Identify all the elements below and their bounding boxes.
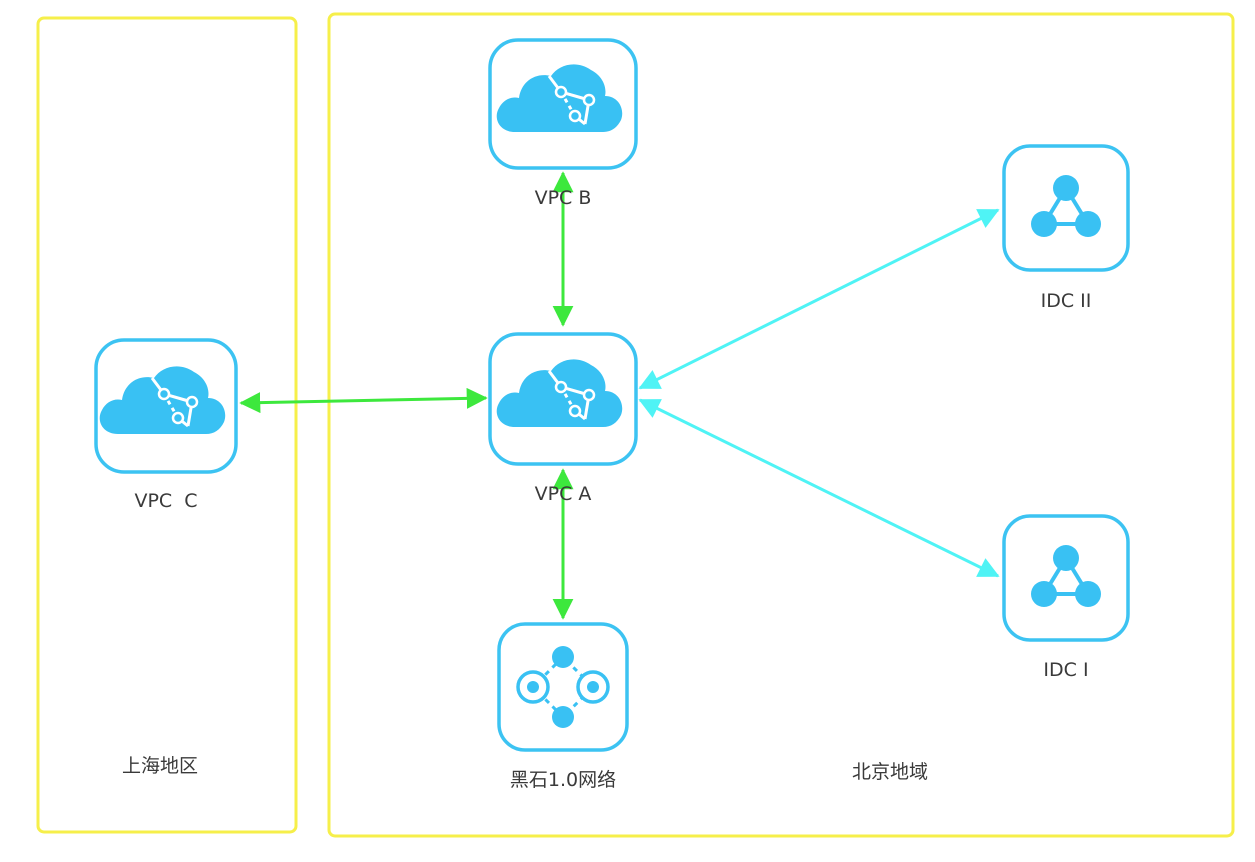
node-vpc-b[interactable]: VPC B (488, 38, 638, 209)
node-idc-ii-label: IDC II (1041, 290, 1092, 312)
node-vpc-c-label: VPC C (134, 490, 197, 512)
node-heishi-label: 黑石1.0网络 (510, 769, 616, 791)
node-vpc-c[interactable]: VPC C (94, 338, 238, 512)
region-beijing: 北京地域 (327, 12, 1235, 838)
node-idc-i[interactable]: IDC I (1002, 514, 1130, 681)
node-idc-i-label: IDC I (1043, 659, 1088, 681)
node-heishi[interactable]: 黑石1.0网络 (497, 622, 629, 791)
region-shanghai-label: 上海地区 (122, 755, 198, 777)
region-beijing-label: 北京地域 (852, 761, 928, 783)
edge-vpc-a-idc-ii (638, 208, 1000, 390)
node-vpc-a[interactable]: VPC A (488, 332, 638, 505)
node-vpc-b-label: VPC B (535, 187, 592, 209)
edge-vpc-a-idc-i (638, 398, 1000, 578)
node-idc-ii[interactable]: IDC II (1002, 144, 1130, 312)
region-shanghai: 上海地区 (36, 16, 298, 834)
node-vpc-a-label: VPC A (535, 483, 592, 505)
edges (239, 171, 1000, 620)
edge-vpc-a-vpc-c (239, 387, 488, 414)
